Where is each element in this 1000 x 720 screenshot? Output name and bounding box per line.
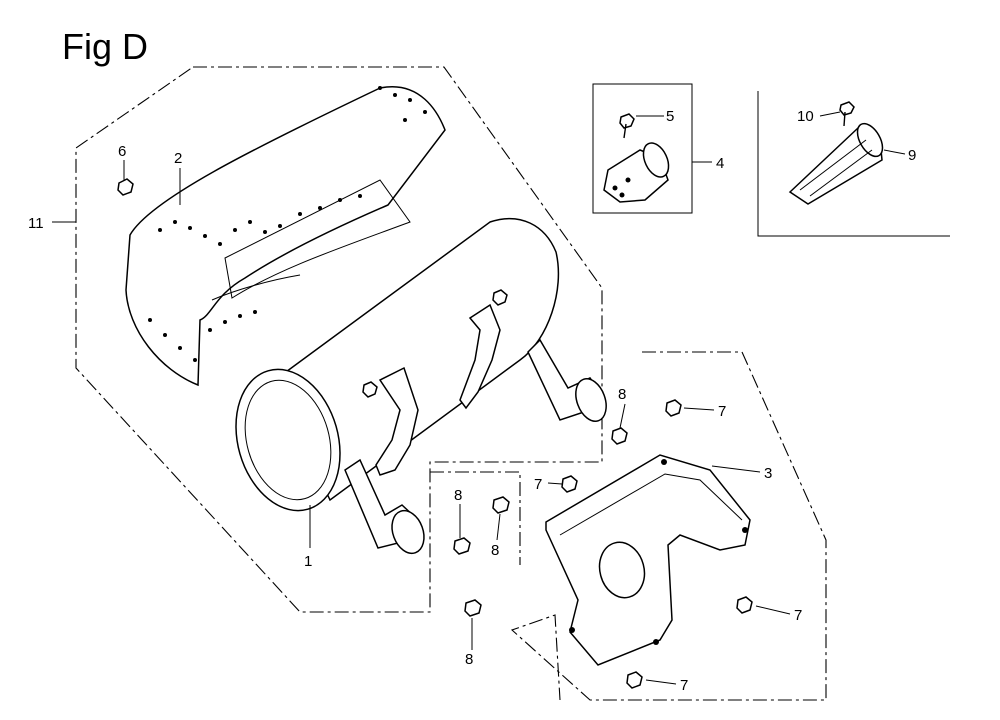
callout-4: 4 [716,155,724,172]
callout-7: 7 [718,403,726,420]
assembly-4-boundary [592,83,693,214]
callout-6: 6 [118,143,126,160]
assembly-8-boundary [430,471,521,565]
heat-shield-icon [125,85,446,387]
callout-7: 7 [794,607,802,624]
bolt-icon [492,496,510,514]
screw-icon [362,381,378,398]
callout-7: 7 [680,677,688,694]
figure-title: Fig D [62,26,149,67]
callout-10: 10 [797,108,814,125]
assembly-11-boundary [75,66,603,613]
muffler-icon [235,217,607,555]
callout-7: 7 [534,476,542,493]
bolt-icon [561,475,578,493]
callout-8: 8 [465,651,473,668]
assembly-3-boundary [510,351,827,701]
screw-icon [117,178,134,196]
muffler-bracket-icon [545,454,751,666]
screw-icon [839,101,855,127]
bolt-icon [736,596,753,614]
callout-5: 5 [666,108,674,125]
bolt-icon [464,599,482,617]
leader-lines [52,111,906,685]
callout-8: 8 [491,542,499,559]
callout-2: 2 [174,150,182,167]
callout-8: 8 [618,386,626,403]
callout-11: 11 [28,215,44,232]
assembly-9-boundary [757,91,950,237]
spark-arrester-assembly-icon [603,142,670,203]
callout-3: 3 [764,465,772,482]
callout-9: 9 [908,147,916,164]
bolt-icon [626,671,643,689]
bolt-icon [665,399,682,417]
spark-arrester-screen-icon [788,122,884,205]
screw-icon [492,289,508,306]
screw-icon [619,113,635,139]
bolt-icon [453,537,471,555]
callout-1: 1 [304,553,312,570]
callout-8: 8 [454,487,462,504]
bolt-icon [611,427,628,445]
